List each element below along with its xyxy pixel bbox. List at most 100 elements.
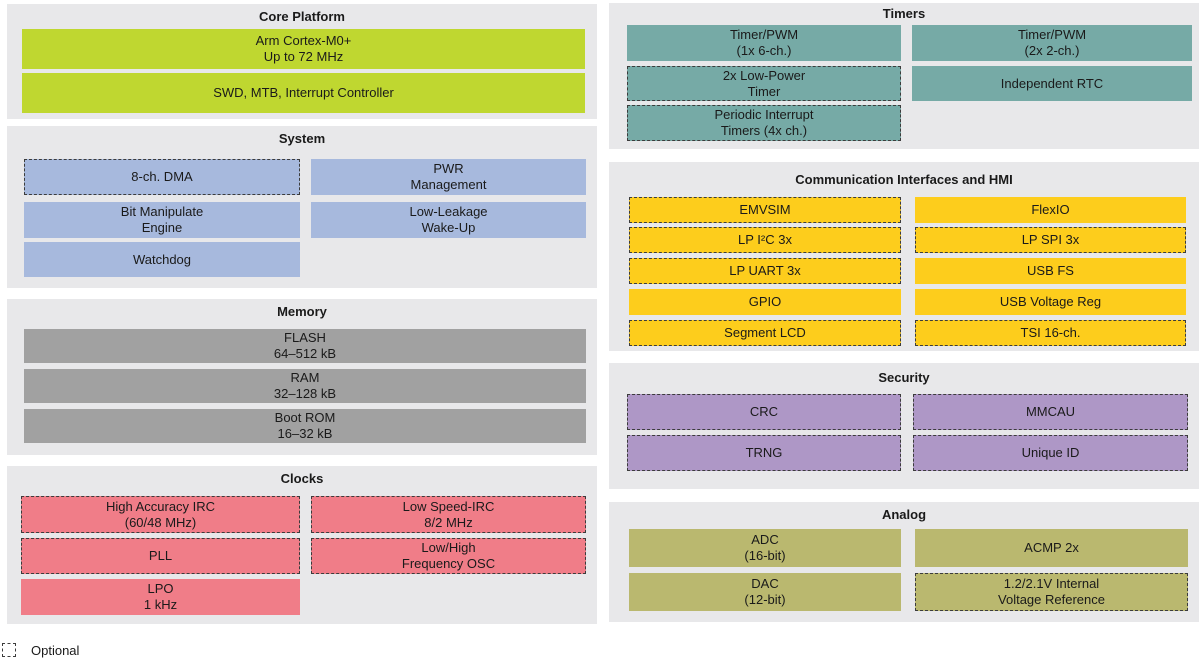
core-platform-panel: Core Platform Arm Cortex-M0+Up to 72 MHz… xyxy=(7,4,597,119)
timer-pwm-2-block: Timer/PWM(2x 2-ch.) xyxy=(912,25,1192,61)
block-label-line: DAC xyxy=(751,576,779,591)
cpu-block: Arm Cortex-M0+Up to 72 MHz xyxy=(22,29,585,69)
flexio-block: FlexIO xyxy=(915,197,1186,223)
block-label-line: Management xyxy=(410,177,487,192)
gpio-block: GPIO xyxy=(629,289,901,315)
timer-pwm-1-block: Timer/PWM(1x 6-ch.) xyxy=(627,25,901,61)
block-label-line: Watchdog xyxy=(132,251,192,267)
trng-block: TRNG xyxy=(627,435,901,471)
block-label-line: PLL xyxy=(148,548,173,563)
block-label-line: Voltage Reference xyxy=(998,592,1105,607)
block-label-line: LP UART 3x xyxy=(729,263,801,278)
block-label-line: Periodic Interrupt xyxy=(714,107,814,122)
block-label-line: 1 kHz xyxy=(143,597,178,612)
block-label-line: (12-bit) xyxy=(744,592,786,607)
adc-block: ADC(16-bit) xyxy=(629,529,901,567)
block-label-line: Timer xyxy=(747,83,781,99)
block-label-line: Low Speed-IRC xyxy=(402,498,495,514)
analog-title: Analog xyxy=(881,507,927,522)
block-label-line: Low-Leakage xyxy=(409,204,488,219)
block-label-line: FlexIO xyxy=(1031,202,1070,217)
timers-panel: Timers Timer/PWM(1x 6-ch.) Timer/PWM(2x … xyxy=(609,3,1199,149)
block-label-line: Timer/PWM xyxy=(1017,27,1087,42)
block-label-line: USB Voltage Reg xyxy=(999,294,1102,309)
dac-block: DAC(12-bit) xyxy=(629,573,901,611)
independent-rtc-block: Independent RTC xyxy=(912,66,1192,101)
block-label-line: (60/48 MHz) xyxy=(124,514,197,530)
block-label-line: Segment LCD xyxy=(724,325,806,340)
block-label-line: Wake-Up xyxy=(421,220,476,235)
block-label-line: GPIO xyxy=(748,294,782,309)
block-label-line: (16-bit) xyxy=(744,548,786,563)
usb-fs-block: USB FS xyxy=(915,258,1186,284)
lpuart-block: LP UART 3x xyxy=(629,258,901,284)
block-label-line: Engine xyxy=(141,220,183,235)
block-label-line: 1.2/2.1V Internal xyxy=(1003,576,1100,591)
block-label-line: Independent RTC xyxy=(1000,75,1104,91)
block-label-line: Frequency OSC xyxy=(401,556,496,571)
block-label-line: LPO xyxy=(147,581,174,596)
block-label-line: Timer/PWM xyxy=(729,27,799,42)
usb-voltage-reg-block: USB Voltage Reg xyxy=(915,289,1186,315)
block-label-line: MMCAU xyxy=(1025,404,1076,419)
block-label-line: Low/High xyxy=(421,540,476,555)
security-panel: Security CRC MMCAU TRNG Unique ID xyxy=(609,363,1199,489)
block-label-line: 8-ch. DMA xyxy=(131,169,193,184)
block-label-line: Bit Manipulate xyxy=(120,204,204,219)
block-label-line: ACMP 2x xyxy=(1024,540,1079,555)
block-label-line: TSI 16-ch. xyxy=(1020,325,1081,340)
block-label-line: (2x 2-ch.) xyxy=(1024,43,1080,58)
timers-title: Timers xyxy=(882,6,926,21)
block-label-line: LP I²C 3x xyxy=(738,232,792,247)
block-label-line: USB FS xyxy=(1027,263,1074,278)
dma-block: 8-ch. DMA xyxy=(24,159,300,195)
mmcau-block: MMCAU xyxy=(913,394,1188,430)
lpi2c-block: LP I²C 3x xyxy=(629,227,901,253)
pll-block: PLL xyxy=(21,538,300,574)
block-label-line: TRNG xyxy=(745,445,783,460)
block-label-line: 32–128 kB xyxy=(273,386,337,401)
security-title: Security xyxy=(878,370,930,385)
block-label-line: EMVSIM xyxy=(739,202,791,217)
analog-panel: Analog ADC(16-bit) ACMP 2x DAC(12-bit) 1… xyxy=(609,502,1199,622)
block-label-line: ADC xyxy=(751,532,779,547)
block-label-line: Up to 72 MHz xyxy=(263,49,344,64)
optional-legend-swatch xyxy=(2,643,16,657)
watchdog-block: Watchdog xyxy=(24,242,300,277)
block-label-line: 8/2 MHz xyxy=(424,514,473,530)
tsi-block: TSI 16-ch. xyxy=(915,320,1186,346)
block-label-line: Boot ROM xyxy=(274,410,336,425)
segment-lcd-block: Segment LCD xyxy=(629,320,901,346)
block-label-line: 16–32 kB xyxy=(277,426,333,441)
block-label-line: Timers (4x ch.) xyxy=(720,123,808,138)
core-platform-title: Core Platform xyxy=(259,9,345,24)
block-label-line: Arm Cortex-M0+ xyxy=(255,33,352,48)
high-accuracy-irc-block: High Accuracy IRC(60/48 MHz) xyxy=(21,496,300,533)
optional-legend-label: Optional xyxy=(31,643,80,658)
block-label-line: RAM xyxy=(290,370,320,385)
block-label-line: 2x Low-Power xyxy=(722,67,806,83)
lpspi-block: LP SPI 3x xyxy=(915,227,1186,253)
crc-block: CRC xyxy=(627,394,901,430)
block-label-line: (1x 6-ch.) xyxy=(736,43,792,58)
debug-interrupt-block: SWD, MTB, Interrupt Controller xyxy=(22,73,585,113)
block-label-line: LP SPI 3x xyxy=(1021,232,1080,247)
system-title: System xyxy=(278,131,326,146)
block-label-line: High Accuracy IRC xyxy=(105,498,216,514)
block-label-line: SWD, MTB, Interrupt Controller xyxy=(213,85,394,100)
block-label-line: PWR xyxy=(433,161,464,176)
